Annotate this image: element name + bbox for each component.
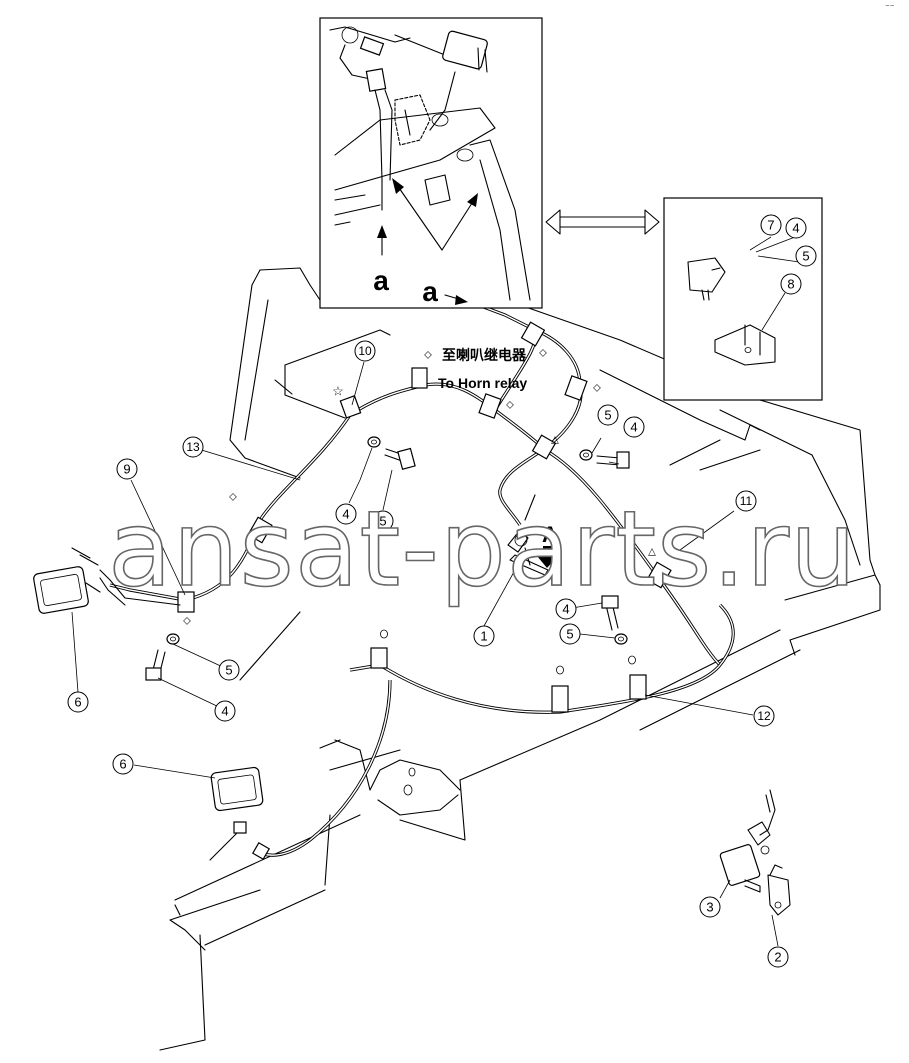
callout-1: 1 [473, 625, 495, 647]
svg-text:1: 1 [480, 629, 487, 644]
callout-8: 8 [780, 273, 802, 295]
callout-3: 3 [699, 896, 721, 918]
diamond-marker: ◇ [506, 400, 514, 411]
callout-12: 12 [753, 705, 775, 727]
svg-text:5: 5 [225, 663, 232, 678]
diamond-marker: ◇ [229, 492, 237, 503]
callout-2: 2 [767, 946, 789, 968]
triangle-marker: △ [551, 435, 559, 446]
svg-text:4: 4 [221, 704, 228, 719]
relay-assembly-detail [719, 789, 791, 916]
pointer-letter-a: a [422, 276, 438, 307]
diamond-marker: ◇ [183, 616, 191, 627]
svg-text:3: 3 [706, 900, 713, 915]
callout-9: 9 [116, 458, 138, 480]
svg-text:11: 11 [740, 494, 753, 508]
callout-4: 4 [555, 598, 577, 620]
callout-5: 5 [597, 404, 619, 426]
callout-5: 5 [218, 659, 240, 681]
svg-text:4: 4 [342, 507, 349, 522]
watermark: ansat-parts.ru [108, 488, 857, 610]
svg-text:12: 12 [757, 709, 771, 723]
callout-4: 4 [623, 416, 645, 438]
diamond-marker: ◇ [593, 383, 601, 394]
callout-7: 7 [760, 214, 782, 236]
callout-10: 10 [354, 340, 376, 362]
callout-11: 11 [735, 490, 757, 512]
callout-6: 6 [112, 753, 134, 775]
callout-5: 5 [795, 245, 817, 267]
svg-text:8: 8 [787, 277, 794, 292]
work-lamp-left [33, 547, 181, 614]
svg-text:4: 4 [562, 602, 569, 617]
svg-text:10: 10 [358, 344, 372, 358]
svg-text:5: 5 [379, 514, 386, 529]
svg-text:5: 5 [802, 249, 809, 264]
diamond-marker: ◇ [424, 350, 432, 361]
horn-relay-part [507, 494, 549, 576]
horn-relay-label-en: To Horn relay [438, 375, 527, 391]
callout-5: 5 [372, 510, 394, 532]
svg-text:9: 9 [123, 462, 130, 477]
svg-text:5: 5 [604, 408, 611, 423]
corner-mark: ⁻⁻ [885, 2, 895, 12]
svg-text:6: 6 [119, 757, 126, 772]
callout-6: 6 [67, 691, 89, 713]
triangle-marker: △ [648, 547, 656, 558]
callouts: 1 2 3 4 4 4 4 4 5 5 5 5 5 6 6 7 8 9 10 1… [67, 214, 817, 968]
svg-text:4: 4 [630, 420, 637, 435]
machine-frame [159, 267, 881, 1051]
svg-text:7: 7 [767, 218, 774, 233]
view-a-pointer: a [422, 276, 468, 307]
svg-text:6: 6 [74, 695, 81, 710]
callout-13: 13 [182, 436, 204, 458]
callout-4: 4 [335, 503, 357, 525]
callout-4: 4 [785, 217, 807, 239]
callout-5: 5 [559, 623, 581, 645]
star-marker: ☆ [332, 384, 344, 399]
svg-text:4: 4 [792, 221, 799, 236]
detail-letter-a: a [373, 265, 389, 296]
double-arrow [545, 209, 660, 235]
diamond-marker: ◇ [539, 348, 547, 359]
work-lamp-bottom [210, 766, 271, 861]
view-A-arrow: A [537, 522, 558, 568]
detail-view-a-box: a [319, 17, 543, 309]
marker-symbols: ☆ ◇ ◇ ◇ ◇ ◇ ◇ △ △ [183, 348, 656, 627]
view-letter-A: A [542, 522, 558, 547]
svg-text:13: 13 [186, 440, 200, 454]
horn-relay-label-cn: 至喇叭继电器 [442, 347, 527, 363]
svg-text:2: 2 [774, 950, 781, 965]
callout-4: 4 [214, 700, 236, 722]
svg-text:5: 5 [566, 627, 573, 642]
